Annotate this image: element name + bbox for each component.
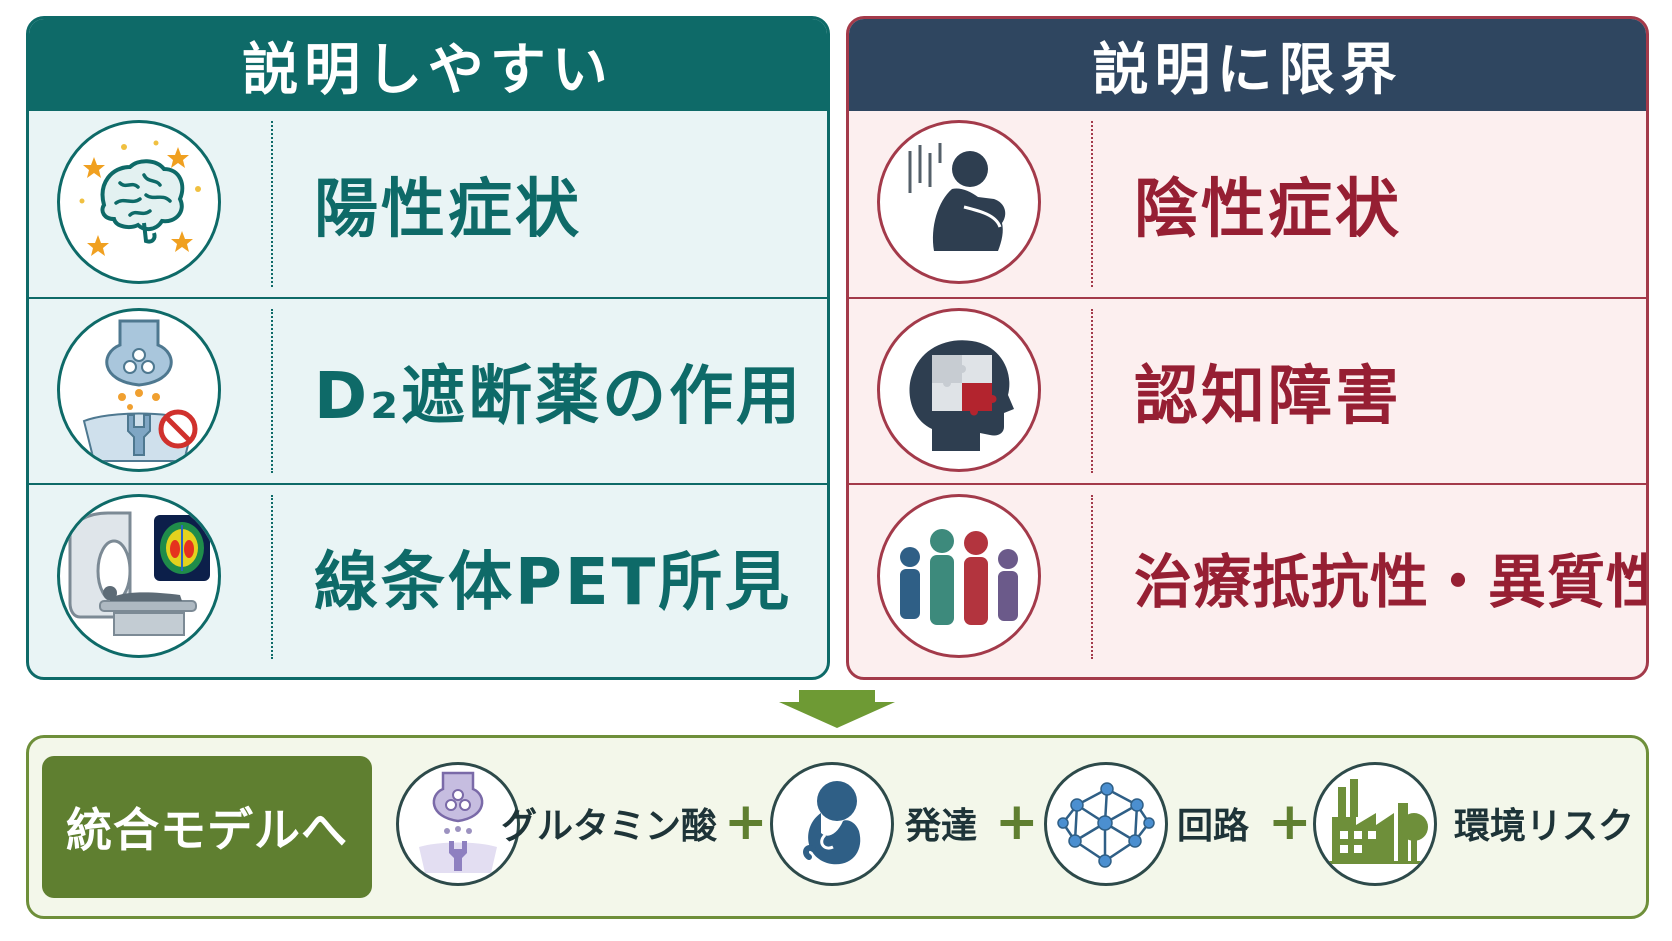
row-divider <box>271 121 273 287</box>
row-divider <box>1091 309 1093 473</box>
fetus-icon <box>770 762 894 886</box>
explainable-panel-title: 説明しやすい <box>29 19 827 111</box>
limited-row-cognitive-impairment: 認知障害 <box>849 297 1646 483</box>
glutamate-label: グルタミン酸 <box>501 806 718 847</box>
positive-symptoms-label: 陽性症状 <box>314 173 582 247</box>
striatal-pet-label: 線条体PET所見 <box>314 546 793 620</box>
explainable-row-positive-symptoms: 陽性症状 <box>29 111 827 297</box>
glutamate-synapse-icon <box>396 762 520 886</box>
explainable-panel: 説明しやすい 陽性症状 <box>26 16 830 680</box>
brain-stars-icon <box>57 120 221 284</box>
row-divider <box>271 309 273 473</box>
circuit-label: 回路 <box>1177 806 1250 847</box>
down-arrow-icon <box>779 690 895 728</box>
diverse-people-icon <box>877 494 1041 658</box>
negative-symptoms-label: 陰性症状 <box>1134 173 1402 247</box>
row-divider <box>1091 495 1093 659</box>
limited-row-negative-symptoms: 陰性症状 <box>849 111 1646 297</box>
synapse-block-icon <box>57 308 221 472</box>
limited-row-treatment-resistance: 治療抵抗性・異質性 <box>849 483 1646 669</box>
integrated-model-title: 統合モデルへ <box>42 756 372 898</box>
limited-panel-title: 説明に限界 <box>849 19 1646 111</box>
d2-blocker-label: D₂遮断薬の作用 <box>314 360 804 434</box>
pet-scanner-icon <box>57 494 221 658</box>
plus-sign: + <box>724 792 768 852</box>
cognitive-impairment-label: 認知障害 <box>1134 360 1402 434</box>
plus-sign: + <box>995 792 1039 852</box>
row-divider <box>271 495 273 659</box>
withdrawn-person-icon <box>877 120 1041 284</box>
treatment-resistance-label: 治療抵抗性・異質性 <box>1134 548 1649 616</box>
explainable-row-d2-blocker: D₂遮断薬の作用 <box>29 297 827 483</box>
integrated-model-panel: 統合モデルへ グルタミン酸 + 発達 + <box>26 735 1649 919</box>
development-label: 発達 <box>905 806 978 847</box>
network-icon <box>1044 762 1168 886</box>
plus-sign: + <box>1268 792 1312 852</box>
city-tree-icon <box>1313 762 1437 886</box>
environmental-risk-label: 環境リスク <box>1454 806 1635 847</box>
head-puzzle-icon <box>877 308 1041 472</box>
row-divider <box>1091 121 1093 287</box>
explainable-row-striatal-pet: 線条体PET所見 <box>29 483 827 669</box>
limited-panel: 説明に限界 陰性症状 認知障害 <box>846 16 1649 680</box>
